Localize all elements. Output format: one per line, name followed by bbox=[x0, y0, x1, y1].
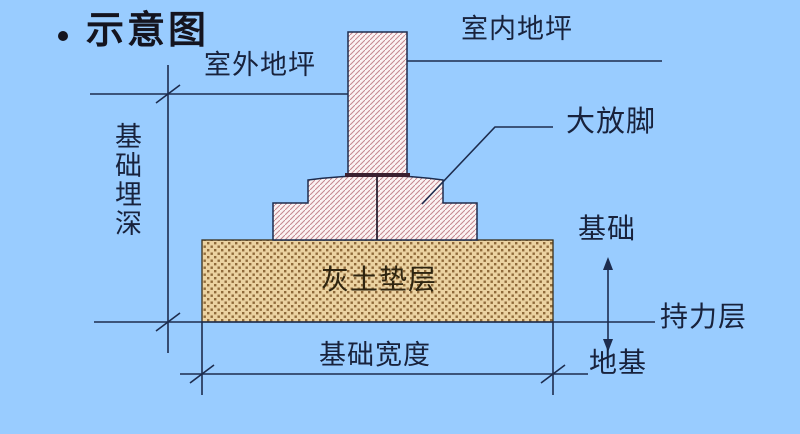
label-outdoor-ground: 室外地坪 bbox=[204, 50, 316, 80]
dimension-tick bbox=[540, 364, 566, 384]
arrow-down-icon bbox=[603, 339, 613, 352]
dimension-tick bbox=[189, 364, 215, 384]
label-spread-footing: 大放脚 bbox=[566, 106, 657, 138]
spread-footing-leader-line bbox=[421, 126, 553, 205]
wall-base-line bbox=[345, 173, 410, 177]
label-foundation-width: 基础宽度 bbox=[319, 340, 431, 370]
page-title: 示意图 bbox=[86, 10, 210, 52]
footing-steps-shape bbox=[272, 174, 478, 241]
label-bearing-stratum: 持力层 bbox=[660, 302, 748, 333]
lime-soil-cushion-block bbox=[201, 239, 554, 323]
bullet-icon bbox=[58, 31, 68, 41]
arrow-up-icon bbox=[603, 257, 613, 270]
label-lime-soil-cushion: 灰土垫层 bbox=[321, 265, 438, 296]
label-foundation-depth: 基础埋深 bbox=[111, 122, 141, 238]
label-foundation: 基础 bbox=[578, 214, 637, 245]
label-indoor-ground: 室内地坪 bbox=[461, 14, 573, 44]
dimension-tick bbox=[155, 312, 181, 332]
title-row: 示意图 bbox=[58, 12, 209, 50]
label-subgrade: 地基 bbox=[589, 348, 648, 379]
dimension-tick bbox=[155, 84, 181, 104]
masonry-wall bbox=[347, 31, 408, 177]
